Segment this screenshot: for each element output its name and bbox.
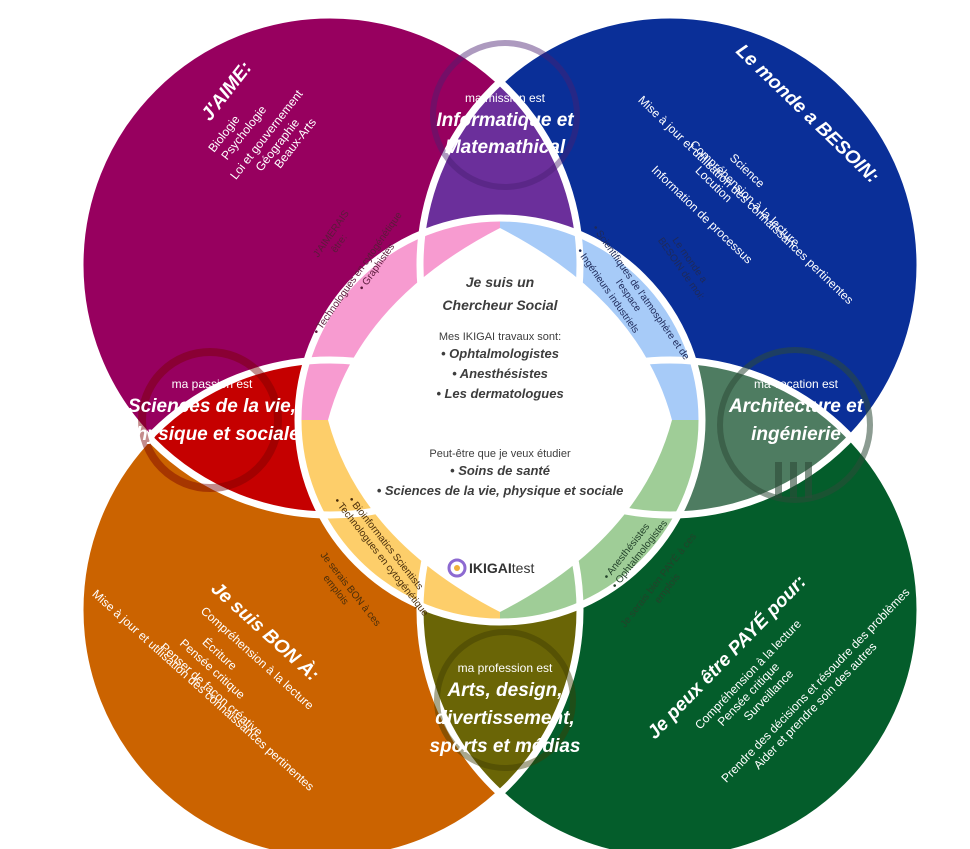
profession-line2: divertissement, <box>435 708 574 729</box>
center-job: • Les dermatologues <box>436 386 563 401</box>
passion-line1: Sciences de la vie, <box>128 396 296 417</box>
center-lens <box>328 228 672 612</box>
profession-line3: sports et médias <box>430 736 581 757</box>
logo-text: IKIGAI <box>469 560 512 576</box>
column-icon-bars <box>775 462 812 498</box>
logo-text2: test <box>512 560 535 576</box>
passion-line2: physique et sociale <box>123 424 300 445</box>
mission-line1: Informatique et <box>436 110 574 131</box>
profession-line1: Arts, design, <box>446 680 562 701</box>
profession-label: ma profession est <box>458 661 553 675</box>
globe-icon <box>430 40 580 190</box>
palette-icon <box>434 629 576 771</box>
passion-label: ma passion est <box>172 377 253 391</box>
mission-label: ma mission est <box>465 91 546 105</box>
center-study: • Soins de santé <box>450 463 550 478</box>
vocation-label: ma vocation est <box>754 377 839 391</box>
center-study-label: Peut-être que je veux étudier <box>429 448 571 460</box>
mission-line2: Matemathical <box>445 137 566 158</box>
center-study: • Sciences de la vie, physique et social… <box>377 483 624 498</box>
vocation-line1: Architecture et <box>728 396 864 417</box>
center-job: • Ophtalmologistes <box>441 346 559 361</box>
vocation-line2: ingénierie <box>751 424 841 445</box>
atom-icon <box>138 348 282 492</box>
svg-text:IKIGAItest: IKIGAItest <box>469 560 534 576</box>
center-job: • Anesthésistes <box>452 366 548 381</box>
logo-icon <box>447 558 467 578</box>
center-title2: Chercheur Social <box>442 297 558 313</box>
ikigai-logo: IKIGAItest <box>447 558 534 578</box>
center-jobs-label: Mes IKIGAI travaux sont: <box>439 331 561 343</box>
column-icon <box>717 347 873 503</box>
center-title1: Je suis un <box>466 274 534 290</box>
